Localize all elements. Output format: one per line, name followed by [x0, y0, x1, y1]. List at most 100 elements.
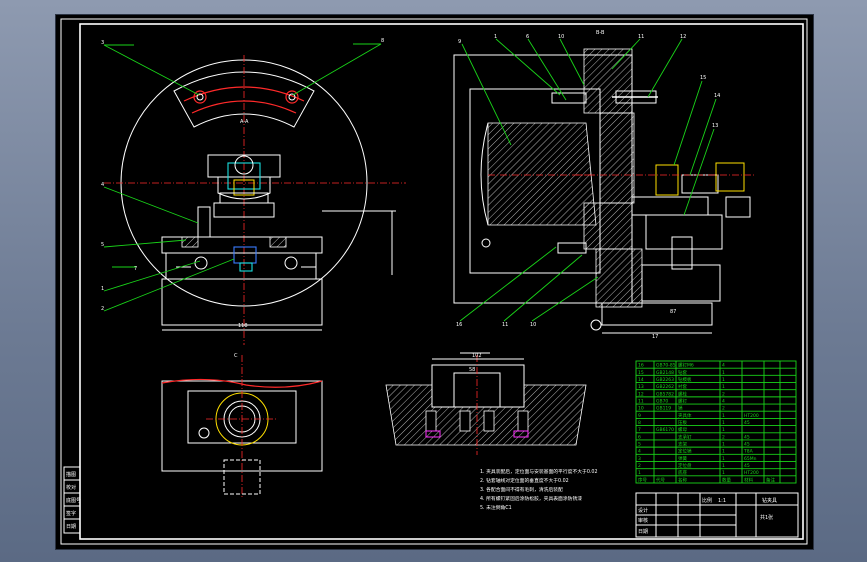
callout-label: 11: [638, 34, 644, 40]
bom-cell: 3: [638, 456, 641, 462]
bom-cell: 螺栓: [678, 390, 687, 397]
bom-header-cell: 名称: [678, 476, 687, 483]
bom-cell: 1: [722, 456, 725, 462]
bom-cell: 螺母: [678, 426, 687, 433]
bom-header-cell: 代号: [656, 476, 665, 483]
bom-cell: 钻套: [678, 369, 687, 376]
bom-cell: HT200: [744, 470, 759, 476]
left-strip-table: 描图 校对 底图号 签字 日期: [63, 466, 81, 534]
callout-label: 11: [502, 322, 508, 328]
scale-value: 1:1: [718, 498, 726, 504]
callout-label: 10: [558, 34, 564, 40]
tech-note: 3. 各配合面间不得有毛刺，清洗后装配: [480, 486, 563, 493]
tech-note: 1. 夹具装配后，定位面与安装基面的平行度不大于0.02: [480, 468, 598, 475]
bom-cell: 13: [638, 384, 644, 390]
cad-drawing: 描图 校对 底图号 签字 日期: [60, 18, 808, 545]
bom-cell: 10: [638, 406, 644, 412]
bom-cell: 定位盘: [678, 462, 692, 469]
bom-cell: 螺钉: [678, 397, 687, 404]
bom-header-cell: 备注: [766, 476, 775, 483]
left-strip-cell: 描图: [66, 471, 76, 478]
bom-cell: 钻模板: [678, 376, 692, 383]
bom-cell: 11: [638, 398, 644, 404]
bom-cell: 定位销: [678, 448, 692, 455]
bom-header-cell: 材料: [744, 476, 753, 483]
bom-cell: 8: [638, 420, 641, 426]
dimension-value: 58: [469, 367, 475, 373]
side-view-leaders: 9 1 6 10 11 12 15 14 13 16 11 10 B-B 17 …: [456, 30, 720, 340]
bom-cell: 1: [638, 470, 641, 476]
bom-cell: 1: [722, 384, 725, 390]
dimension-value: 102: [472, 353, 482, 359]
bom-cell: 底座: [678, 469, 687, 476]
bom-cell: 4: [722, 398, 725, 404]
bom-cell: 4: [722, 363, 725, 369]
front-view: [104, 55, 406, 345]
bom-cell: 1: [722, 377, 725, 383]
bom-cell: 6: [638, 434, 641, 440]
callout-label: 10: [530, 322, 536, 328]
callout-label: 1: [494, 34, 497, 40]
callout-label: 12: [680, 34, 686, 40]
bom-cell: 衬套: [678, 383, 687, 390]
bom-cell: 1: [722, 442, 725, 448]
bom-cell: GB2148: [656, 370, 674, 376]
bom-cell: 9: [638, 413, 641, 419]
callout-label: 7: [134, 266, 137, 272]
bom-cell: 1: [722, 463, 725, 469]
dimension-value: 17: [652, 334, 658, 340]
bom-cell: 1: [722, 413, 725, 419]
bom-cell: 12: [638, 391, 644, 397]
bom-cell: 支架: [678, 441, 687, 448]
detail-section-view: 102 58: [385, 352, 587, 455]
bom-cell: 7: [638, 427, 641, 433]
bom-cell: 2: [722, 391, 725, 397]
outer-frame: [60, 18, 808, 545]
dimension-value: 87: [670, 309, 676, 315]
bom-cell: 65Mn: [744, 456, 757, 462]
callout-label: 15: [700, 75, 706, 81]
bom-cell: 45: [744, 442, 750, 448]
callout-label: 8: [381, 38, 384, 44]
date-label: 日期: [638, 529, 648, 535]
bom-cell: 16: [638, 363, 644, 369]
callout-label: 5: [101, 242, 104, 248]
tech-note: 2. 钻套轴线对定位面的垂直度不大于0.02: [480, 477, 569, 484]
cad-viewport[interactable]: 描图 校对 底图号 签字 日期: [55, 14, 814, 550]
front-view-leaders: 3 8 4 5 1 2 7 A-A 118: [101, 38, 396, 331]
dimension-value: 118: [238, 323, 248, 329]
bom-cell: 1: [722, 449, 725, 455]
bom-cell: 2: [722, 434, 725, 440]
bom-cell: 支承钉: [678, 433, 692, 440]
bom-header-cell: 序号: [638, 476, 647, 483]
callout-label: 6: [526, 34, 529, 40]
callout-label: 2: [101, 306, 104, 312]
bom-cell: 14: [638, 377, 644, 383]
title-block: 钻夹具 设计 审核 日期 比例 1:1 共1张: [635, 492, 799, 538]
bom-header-cell: 数量: [722, 476, 731, 483]
checker-label: 审核: [638, 517, 648, 524]
bom-cell: 2: [722, 406, 725, 412]
bom-cell: 1: [722, 427, 725, 433]
side-section-view: [453, 48, 756, 331]
callout-label: 13: [712, 123, 718, 129]
bottom-left-view: C: [161, 353, 323, 497]
title-block-title: 钻夹具: [762, 497, 777, 504]
left-strip-cell: 校对: [66, 484, 76, 491]
tech-note: 4. 所有螺钉紧固后涂防松胶，夹具表面涂防锈漆: [480, 495, 582, 502]
tech-note: 5. 未注倒角C1: [480, 504, 512, 511]
callout-label: 9: [458, 39, 461, 45]
bom-cell: 销: [678, 405, 683, 412]
bom-cell: 1: [722, 470, 725, 476]
bom-cell: 45: [744, 463, 750, 469]
bom-cell: 45: [744, 434, 750, 440]
bom-cell: 1: [722, 370, 725, 376]
bom-cell: 15: [638, 370, 644, 376]
bom-cell: 5: [638, 442, 641, 448]
bom-cell: GB70: [656, 398, 668, 404]
scale-label: 比例: [702, 497, 712, 504]
view-label: C: [234, 353, 238, 359]
designer-label: 设计: [638, 507, 648, 514]
bom-cell: 弹簧: [678, 455, 687, 462]
